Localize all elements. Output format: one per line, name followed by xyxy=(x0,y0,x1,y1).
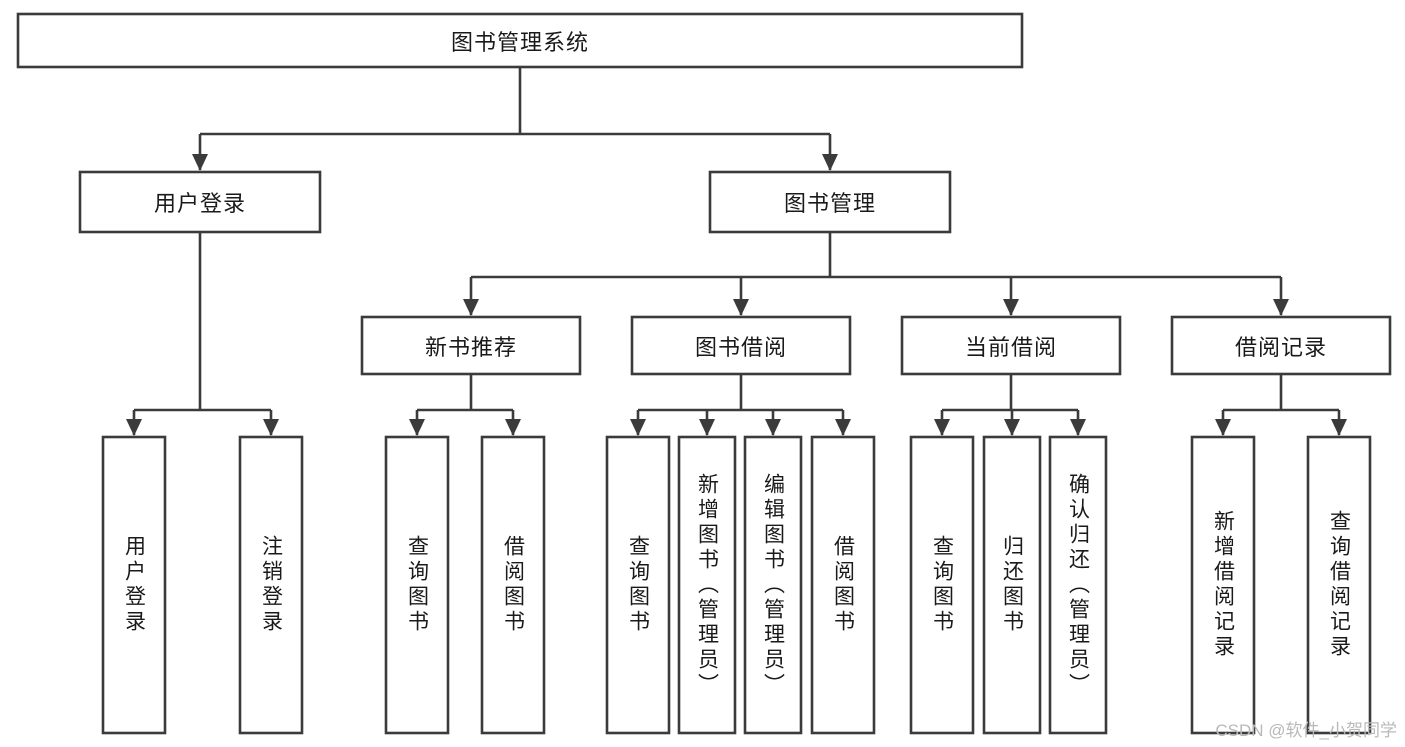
node-box-leaf-confirm-return-admin xyxy=(1048,435,1108,735)
arrow-head-icon xyxy=(733,299,749,316)
node-box-leaf-user-login xyxy=(101,435,167,735)
watermark-text: CSDN @软件_小贺同学 xyxy=(1215,721,1397,740)
arrow-head-icon xyxy=(1273,299,1289,316)
node-box-leaf-borrow-book-rec xyxy=(480,435,546,735)
arrow-head-icon xyxy=(1331,419,1347,436)
node-box-book-borrow xyxy=(630,315,852,376)
node-box-leaf-borrow-book xyxy=(810,435,876,735)
node-box-book-manage xyxy=(708,170,952,234)
arrow-head-icon xyxy=(765,419,781,436)
node-box-leaf-return-book xyxy=(982,435,1042,735)
arrow-head-icon xyxy=(630,419,646,436)
node-box-current-borrow xyxy=(900,315,1122,376)
box-layer xyxy=(16,12,1392,735)
arrow-head-icon xyxy=(463,299,479,316)
node-box-leaf-logout xyxy=(238,435,304,735)
node-box-leaf-add-book-admin xyxy=(677,435,737,735)
connector-layer xyxy=(126,67,1347,436)
node-box-leaf-add-borrow-record xyxy=(1190,435,1256,735)
arrow-head-icon xyxy=(263,419,279,436)
arrow-head-icon xyxy=(409,419,425,436)
node-box-user-login xyxy=(78,170,322,234)
node-box-root xyxy=(16,12,1024,69)
arrow-head-icon xyxy=(192,154,208,171)
arrow-head-icon xyxy=(699,419,715,436)
arrow-head-icon xyxy=(126,419,142,436)
node-box-leaf-edit-book-admin xyxy=(743,435,803,735)
arrow-head-icon xyxy=(1003,299,1019,316)
node-box-leaf-query-book-current xyxy=(909,435,975,735)
node-box-leaf-query-book-rec xyxy=(384,435,450,735)
arrow-head-icon xyxy=(822,154,838,171)
arrow-head-icon xyxy=(934,419,950,436)
arrow-head-icon xyxy=(1004,419,1020,436)
arrow-head-icon xyxy=(835,419,851,436)
node-box-borrow-record xyxy=(1170,315,1392,376)
arrow-head-icon xyxy=(505,419,521,436)
arrow-head-icon xyxy=(1215,419,1231,436)
node-box-new-book-recommend xyxy=(360,315,582,376)
node-box-leaf-query-book-borrow xyxy=(605,435,671,735)
node-box-leaf-query-borrow-record xyxy=(1306,435,1372,735)
arrow-head-icon xyxy=(1070,419,1086,436)
